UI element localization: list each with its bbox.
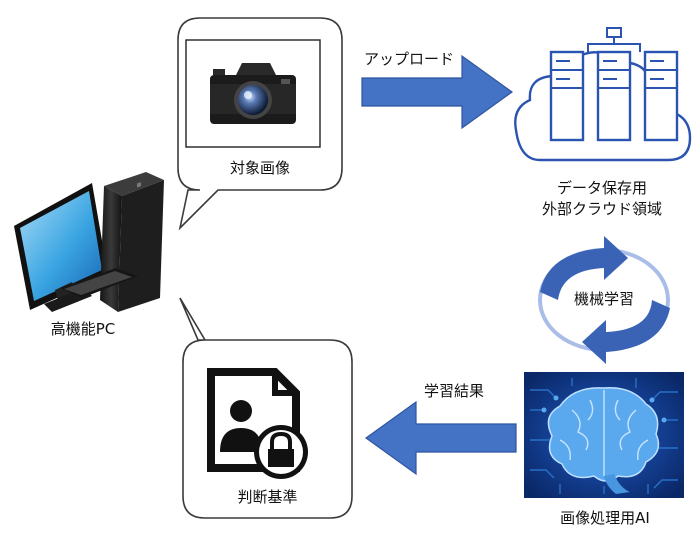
learning-result-arrow <box>364 400 517 476</box>
upload-arrow <box>361 54 514 130</box>
cloud-label-line1: データ保存用 <box>556 179 647 197</box>
learning-result-label: 学習結果 <box>424 382 485 400</box>
server-rack-icon <box>514 27 692 162</box>
cycle-arrows-icon <box>538 236 670 364</box>
brain-circuit-icon <box>524 372 684 498</box>
cloud-label-line2: 外部クラウド領域 <box>541 200 662 218</box>
desktop-computer-icon <box>14 172 164 312</box>
criteria-label: 判断基準 <box>237 488 298 506</box>
camera-icon <box>210 63 296 124</box>
upload-label: アップロード <box>364 50 455 68</box>
ai-label: 画像処理用AI <box>560 509 650 527</box>
document-lock-icon <box>207 368 308 479</box>
pc-label: 高機能PC <box>50 320 116 338</box>
target-image-label: 対象画像 <box>229 159 290 177</box>
machine-learning-label: 機械学習 <box>573 290 634 308</box>
